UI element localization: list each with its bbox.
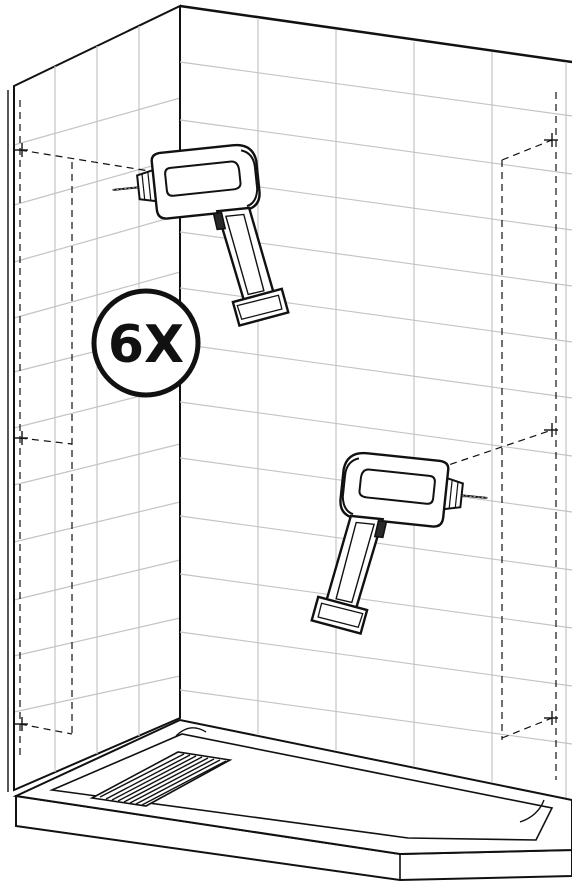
multiplier-badge: 6X — [91, 288, 201, 398]
multiplier-label: 6X — [108, 315, 184, 375]
right-support-cross-marks — [544, 133, 558, 725]
left-support-cross-marks — [14, 143, 28, 731]
linear-drain-grate — [89, 751, 233, 807]
right-hidden-support — [415, 92, 557, 780]
back-wall — [179, 4, 572, 800]
left-wall — [7, 4, 181, 792]
shower-base-icon — [12, 718, 572, 882]
